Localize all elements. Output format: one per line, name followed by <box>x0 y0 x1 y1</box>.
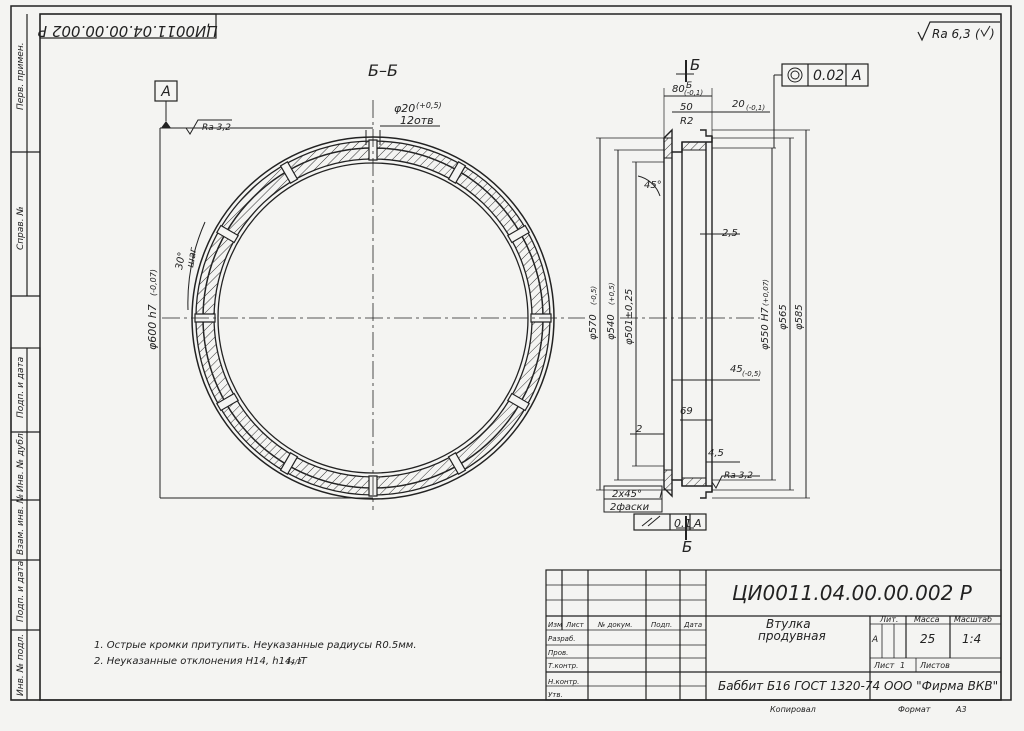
svg-text:(+0,5): (+0,5) <box>608 282 616 305</box>
mass: 25 <box>920 632 935 646</box>
part-name: Втулка <box>766 617 811 631</box>
svg-text:Подп.: Подп. <box>651 621 672 629</box>
designation: ЦИ0011.04.00.00.002 Р <box>732 581 973 605</box>
svg-text:(-0,1): (-0,1) <box>746 104 765 112</box>
svg-text:A: A <box>693 517 702 530</box>
svg-text:А3: А3 <box>955 705 967 714</box>
mirrored-designation: ЦИ0011.04.00.00.002 Р <box>37 22 218 40</box>
svg-text:45: 45 <box>730 364 743 375</box>
side-label: Взам. инв. № <box>16 494 26 555</box>
radial-hole <box>279 452 299 475</box>
svg-text:2фаски: 2фаски <box>610 502 650 513</box>
hole-dim: φ20 <box>394 102 415 115</box>
svg-text:Масса: Масса <box>914 615 940 624</box>
svg-text:φ570: φ570 <box>588 314 599 340</box>
datum-letter: A <box>160 84 171 100</box>
scale: 1:4 <box>962 632 981 646</box>
note-2: 2. Неуказанные отклонения H14, h14, IT <box>94 656 308 667</box>
svg-text:(: ( <box>975 27 981 41</box>
svg-text:шаг: шаг <box>185 246 200 269</box>
runout-tolerance: 0.02 <box>813 68 844 84</box>
radial-hole <box>507 392 530 412</box>
svg-text:Изм: Изм <box>548 621 563 629</box>
svg-text:Листов: Листов <box>919 661 950 670</box>
radial-hole <box>368 139 378 161</box>
svg-text:2,5: 2,5 <box>722 228 738 239</box>
section-mark-bottom: Б <box>682 538 692 556</box>
svg-text:69: 69 <box>680 406 693 417</box>
svg-text:А: А <box>871 635 878 645</box>
svg-text:φ565: φ565 <box>778 304 789 330</box>
svg-text:R2: R2 <box>680 116 693 127</box>
svg-text:(-0,5): (-0,5) <box>742 370 761 378</box>
section-mark-top: Б <box>690 56 700 74</box>
diameter-dim: φ600 h7 <box>146 304 159 350</box>
svg-text:50: 50 <box>680 102 693 113</box>
svg-text:(+0,07): (+0,07) <box>762 279 770 306</box>
svg-text:Формат: Формат <box>898 705 931 714</box>
radial-hole <box>216 224 239 244</box>
svg-text:Копировал: Копировал <box>770 705 816 714</box>
svg-text:12отв: 12отв <box>400 114 434 127</box>
svg-text:φ501±0,25: φ501±0,25 <box>624 289 635 345</box>
svg-text:80: 80 <box>672 84 685 95</box>
svg-text:(-0,1): (-0,1) <box>684 89 703 97</box>
section-label: Б–Б <box>368 61 398 80</box>
svg-text:(-0,5): (-0,5) <box>590 286 598 305</box>
side-label: Инв. № дубл. <box>16 430 26 492</box>
svg-text:Ra 3,2: Ra 3,2 <box>724 471 753 481</box>
svg-text:№ докум.: № докум. <box>597 621 633 629</box>
svg-text:Пров.: Пров. <box>548 649 568 657</box>
svg-text:4,5: 4,5 <box>708 448 724 459</box>
svg-text:(+0,5): (+0,5) <box>416 101 442 110</box>
roughness-symbol <box>917 21 1000 42</box>
svg-text:20: 20 <box>732 99 745 110</box>
svg-text:Н.контр.: Н.контр. <box>548 678 579 686</box>
angle-dim: 30° <box>174 251 188 270</box>
cut-mark: Б <box>686 81 692 91</box>
svg-text:2: 2 <box>636 424 642 435</box>
svg-text:продувная: продувная <box>758 629 826 643</box>
runout-datum: A <box>851 68 862 84</box>
svg-text:Дата: Дата <box>683 621 702 629</box>
company: ООО "Фирма ВКВ" <box>884 679 998 693</box>
note-1: 1. Острые кромки притупить. Неуказанные … <box>94 640 417 651</box>
svg-text:1: 1 <box>900 661 905 670</box>
svg-text:Лист: Лист <box>565 621 585 629</box>
side-strip <box>10 14 41 701</box>
svg-text:φ540: φ540 <box>606 314 617 340</box>
svg-text:Лит.: Лит. <box>879 615 898 624</box>
side-label: Перв. примен. <box>16 42 26 110</box>
side-label: Подп. и дата <box>16 357 26 418</box>
svg-text:Масштаб: Масштаб <box>954 615 992 624</box>
svg-text:Утв.: Утв. <box>548 691 563 699</box>
svg-text:Лист: Лист <box>873 661 895 670</box>
radial-hole <box>216 392 239 412</box>
left-roughness: Ra 3,2 <box>202 123 231 133</box>
title-block <box>545 569 1002 701</box>
note-2-fraction: 14/2 <box>286 658 302 666</box>
svg-text:): ) <box>989 27 995 41</box>
radial-hole <box>279 161 299 184</box>
ring-view: Б–Б φ20 (+0,5) 12отв A Ra 3,2 φ600 h7 (-… <box>146 61 585 510</box>
side-label: Инв. № подл. <box>16 634 26 696</box>
radial-hole <box>447 161 467 184</box>
svg-text:φ550 H7: φ550 H7 <box>760 307 771 350</box>
radial-hole <box>447 452 467 475</box>
side-label: Справ. № <box>16 206 26 250</box>
svg-text:Т.контр.: Т.контр. <box>548 662 578 670</box>
svg-text:45°: 45° <box>644 180 662 191</box>
svg-text:(-0,07): (-0,07) <box>149 269 158 296</box>
svg-text:Разраб.: Разраб. <box>548 635 576 643</box>
perp-tolerance: 0.1 <box>674 517 692 530</box>
svg-text:φ585: φ585 <box>794 304 805 330</box>
side-label: Подп. и дата <box>16 561 26 622</box>
chamfer-dim: 2х45° <box>612 489 642 500</box>
radial-hole <box>507 224 530 244</box>
general-roughness: Ra 6,3 <box>932 27 971 41</box>
section-view <box>596 60 869 540</box>
material: Баббит Б16 ГОСТ 1320-74 <box>718 679 880 693</box>
